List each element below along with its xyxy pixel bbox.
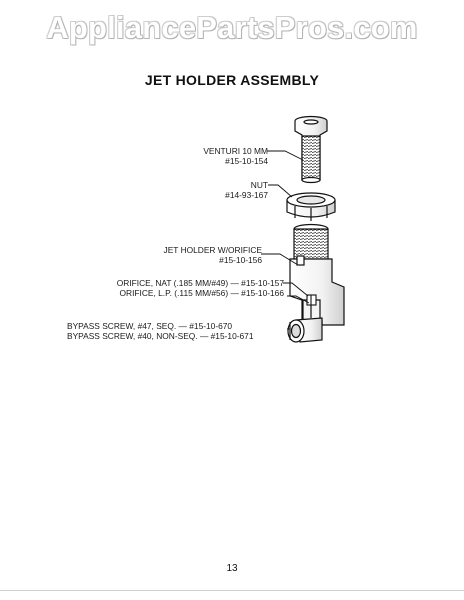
diagram-title: JET HOLDER ASSEMBLY <box>144 72 320 88</box>
leader-lines <box>261 150 310 330</box>
page-number: 13 <box>226 563 238 574</box>
nut-number: #14-93-167 <box>225 190 268 200</box>
nut-name: NUT <box>250 180 268 190</box>
orifice-nat-label: ORIFICE, NAT (.185 MM/#49) — #15-10-157 <box>116 278 284 288</box>
orifice-part <box>306 294 317 306</box>
nut-part <box>286 192 336 221</box>
bypass-screw-part <box>287 317 323 343</box>
jet-holder-name: JET HOLDER W/ORIFICE <box>163 245 263 255</box>
bypass-nonseq-label: BYPASS SCREW, #40, NON-SEQ. — #15-10-671 <box>67 331 254 341</box>
orifice-lp-label: ORIFICE, L.P. (.115 MM/#56) — #15-10-166 <box>119 288 284 298</box>
footer-rule <box>0 590 464 591</box>
venturi-label: VENTURI 10 MM #15-10-154 <box>168 146 268 166</box>
jet-holder-part <box>289 223 345 326</box>
venturi-number: #15-10-154 <box>225 156 268 166</box>
jet-holder-number: #15-10-156 <box>219 255 262 265</box>
venturi-name: VENTURI 10 MM <box>203 146 268 156</box>
bypass-seq-label: BYPASS SCREW, #47, SEQ. — #15-10-670 <box>67 321 233 331</box>
jet-holder-label: JET HOLDER W/ORIFICE #15-10-156 <box>140 245 263 265</box>
venturi-part <box>294 115 328 184</box>
nut-label: NUT #14-93-167 <box>168 180 268 200</box>
watermark: AppliancePartsPros.com <box>46 10 418 45</box>
